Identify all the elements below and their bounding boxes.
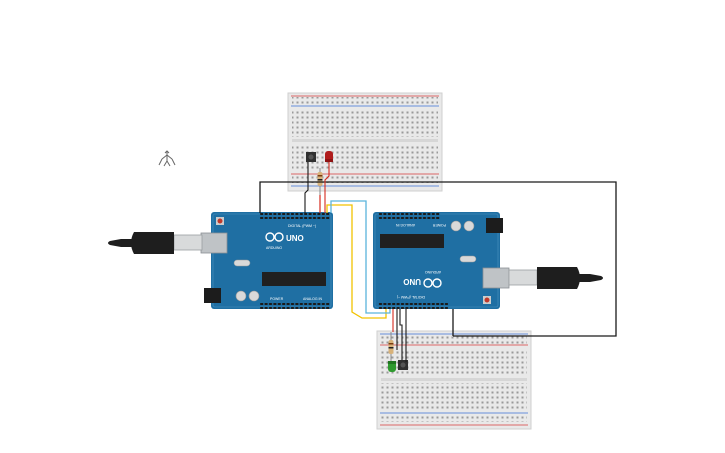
arduino-right[interactable]: UNO ARDUINO DIGITAL (PWM ~) POWER ANALOG… xyxy=(373,212,510,309)
arduino-left-power-label: POWER xyxy=(270,297,284,301)
arduino-left[interactable]: UNO ARDUINO DIGITAL (PWM ~) POWER ANALOG… xyxy=(200,212,333,309)
move-cursor-icon xyxy=(158,150,176,167)
resistor-bottom[interactable] xyxy=(388,332,394,362)
arduino-right-brand-label: ARDUINO xyxy=(425,270,441,274)
arduino-left-brand-label: ARDUINO xyxy=(266,246,282,250)
arduino-right-power-label: POWER xyxy=(432,223,446,227)
breadboard-bottom[interactable] xyxy=(376,330,532,430)
arduino-left-model-label: UNO xyxy=(286,234,304,243)
breadboard-top[interactable] xyxy=(287,92,443,192)
arduino-right-model-label: UNO xyxy=(403,277,421,286)
usb-cable-left[interactable] xyxy=(108,232,203,254)
led-red[interactable] xyxy=(325,151,333,162)
arduino-right-digital-label: DIGITAL (PWM ~) xyxy=(397,295,425,299)
arduino-right-analog-label: ANALOG IN xyxy=(395,223,415,227)
wires[interactable] xyxy=(259,162,617,362)
usb-cable-right[interactable] xyxy=(508,267,603,289)
arduino-left-digital-label: DIGITAL (PWM ~) xyxy=(288,224,316,228)
led-green[interactable] xyxy=(388,361,396,372)
arduino-left-analog-label: ANALOG IN xyxy=(303,297,323,301)
pushbutton-top[interactable] xyxy=(306,152,316,162)
pushbutton-bottom[interactable] xyxy=(398,360,408,370)
